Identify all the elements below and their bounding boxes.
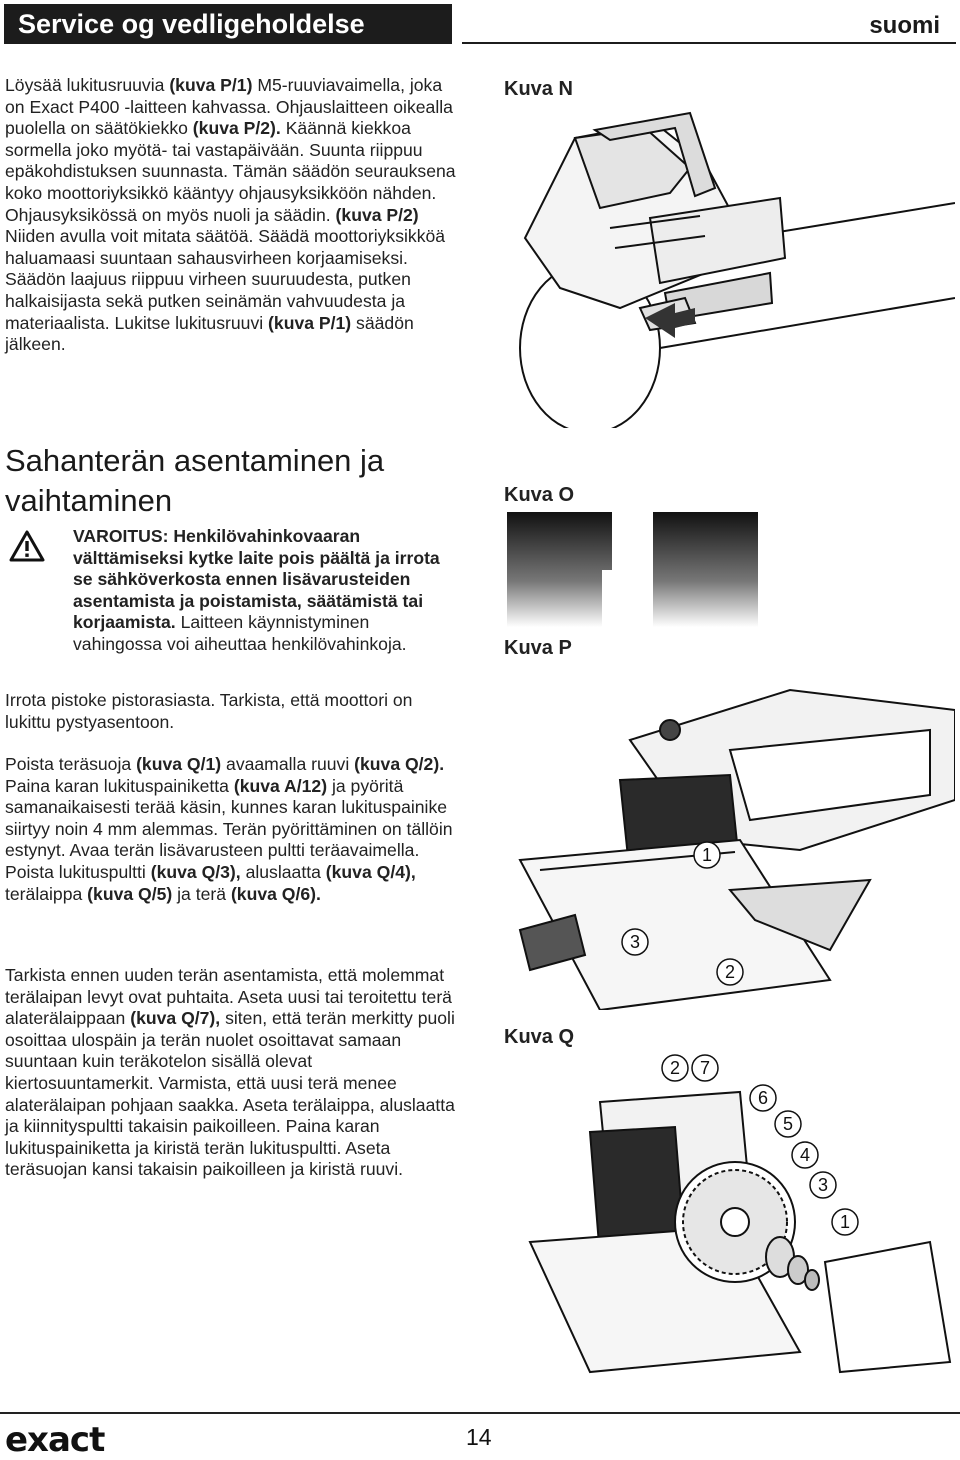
intro-ref-4: (kuva P/1): [268, 312, 352, 333]
figure-n-saw-on-pipe: [519, 111, 955, 428]
language-label: suomi: [869, 12, 940, 39]
p5-ref-1: (kuva Q/7),: [130, 1008, 221, 1029]
intro-paragraph: Löysää lukitusruuvia (kuva P/1) M5-ruuvi…: [5, 75, 463, 356]
unplug-text: Irrota pistoke pistorasiasta. Tarkista, …: [5, 690, 413, 732]
p4-ref-2: (kuva Q/2).: [354, 754, 445, 774]
intro-text-3: Käännä kiekkoa sormella joko myötä- tai …: [5, 118, 456, 225]
unplug-paragraph: Irrota pistoke pistorasiasta. Tarkista, …: [5, 690, 463, 733]
figure-q-callout-4: 4: [800, 1145, 810, 1165]
figure-q-callout-5: 5: [783, 1114, 793, 1134]
figure-p-callout-1: 1: [702, 845, 712, 865]
page-number: 14: [466, 1424, 492, 1450]
figure-p-callout-3: 3: [630, 932, 640, 952]
figure-q-exploded-blade: 2 7 6 5 4 3 1: [528, 1054, 952, 1374]
figure-q-callout-2: 2: [670, 1058, 680, 1078]
figure-o-right-profile: [653, 512, 758, 627]
p4-text-4: ja pyöritä samanaikaisesti terää käsin, …: [5, 775, 453, 882]
figure-q-label: Kuva Q: [504, 1026, 575, 1048]
p4-text-2: avaamalla ruuvi: [221, 754, 355, 774]
p4-text-6: terälaippa: [5, 883, 88, 904]
install-blade-paragraph: Tarkista ennen uuden terän asentamista, …: [5, 965, 463, 1181]
page-header-title: Service og vedligeholdelse: [4, 4, 452, 44]
p4-text-1: Poista teräsuoja: [5, 754, 137, 774]
intro-ref-2: (kuva P/2).: [192, 118, 281, 139]
p4-ref-6: (kuva Q/5): [87, 883, 173, 904]
figure-p-label: Kuva P: [504, 637, 572, 659]
section-heading: Sahanterän asentaminen ja vaihtaminen: [5, 443, 385, 518]
figure-q-callout-7: 7: [700, 1058, 710, 1078]
p5-text-1: Tarkista ennen uuden terän asentamista, …: [5, 965, 452, 1029]
intro-text-1: Löysää lukitusruuvia: [5, 75, 170, 95]
warning-normal-text: Laitteen käynnistyminen vahingossa voi a…: [73, 612, 407, 654]
p4-text-7: ja terä: [172, 883, 231, 904]
figure-o-label: Kuva O: [504, 484, 575, 506]
intro-ref-1: (kuva P/1): [169, 75, 253, 95]
p4-ref-4: (kuva Q/3),: [150, 861, 241, 882]
warning-bold-text: VAROITUS: Henkilövahinkovaaran välttämis…: [73, 526, 440, 633]
remove-blade-paragraph: Poista teräsuoja (kuva Q/1) avaamalla ru…: [5, 754, 463, 905]
figure-p-callout-2: 2: [725, 962, 735, 982]
footer-brand-logo: exact: [5, 1420, 105, 1460]
p4-ref-1: (kuva Q/1): [136, 754, 222, 774]
figure-o-left-profile: [507, 512, 612, 627]
figure-q-callout-3: 3: [818, 1175, 828, 1195]
figure-q-callout-6: 6: [758, 1088, 768, 1108]
intro-text-5: säädön jälkeen.: [5, 312, 414, 355]
figure-p-adjustment-detail: 1 2 3: [518, 688, 955, 1010]
intro-text-4: Niiden avulla voit mitata säätöä. Säädä …: [5, 226, 446, 333]
header-rule: suomi: [462, 4, 956, 44]
warning-block: VAROITUS: Henkilövahinkovaaran välttämis…: [5, 526, 463, 656]
p4-text-5: aluslaatta: [240, 861, 326, 882]
p4-ref-7: (kuva Q/6).: [230, 883, 321, 904]
warning-triangle-icon: [9, 530, 45, 562]
p4-ref-5: (kuva Q/4),: [325, 861, 416, 882]
intro-text-2: M5-ruuviavaimella, joka on Exact P400 -l…: [5, 75, 453, 139]
p4-text-3: Paina karan lukituspainiketta: [5, 775, 234, 796]
p4-ref-3: (kuva A/12): [233, 775, 328, 796]
p5-text-2: siten, että terän merkitty puoli osoitta…: [5, 1008, 455, 1180]
footer-divider: [0, 1412, 960, 1414]
figure-n-label: Kuva N: [504, 78, 573, 100]
intro-ref-3: (kuva P/2): [335, 204, 419, 225]
figure-q-callout-1: 1: [840, 1212, 850, 1232]
